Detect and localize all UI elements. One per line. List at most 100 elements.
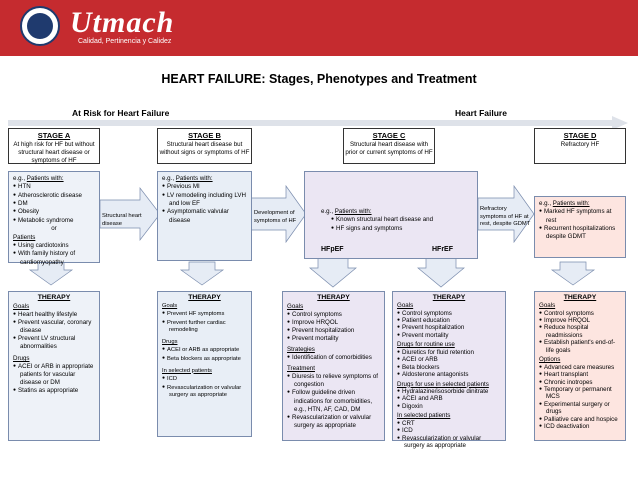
stage-b-text: Structural heart disease but without sig… [159, 140, 250, 156]
transition-ab: Structural heart disease [102, 213, 142, 227]
goal-item: Reduce hospital readmissions [539, 324, 621, 339]
drug-item: Diuretics for fluid retention [397, 349, 501, 356]
finding-item: LV remodeling including LVH and low EF [162, 192, 247, 209]
header-band [0, 0, 638, 56]
finding-item: Asymptomatic valvular disease [162, 208, 247, 225]
patients-label: Patients [13, 233, 36, 241]
goal-item: Prevent further cardiac remodeling [162, 319, 247, 335]
finding-item: Previous MI [162, 183, 247, 191]
option-item: Advanced care measures [539, 364, 621, 371]
treatment-label: Treatment [287, 365, 315, 373]
stage-b-name: STAGE B [188, 131, 221, 140]
finding-item: Recurrent hospitalizations despite GDMT [539, 225, 621, 242]
option-item: ICD deactivation [539, 423, 621, 430]
stage-c-name: STAGE C [372, 131, 406, 140]
stage-b-description: e.g., Patients with: Previous MI LV remo… [157, 171, 252, 261]
selected-item: Revascularization or valvular surgery as… [162, 384, 247, 400]
stage-d-text: Refractory HF [560, 140, 600, 148]
risk-factor-item: Using cardiotoxins [13, 242, 95, 250]
stage-a-box: STAGE A At high risk for HF but without … [8, 128, 100, 164]
strategies-label: Strategies [287, 346, 315, 354]
risk-factor-item: Atherosclerotic disease [13, 192, 95, 200]
eg-label: e.g., [321, 208, 335, 215]
seal-inner [27, 13, 53, 39]
goal-item: Control symptoms [397, 310, 501, 317]
goals-label: Goals [287, 302, 304, 310]
heart-failure-label: Heart Failure [455, 108, 507, 118]
stage-c-text: Structural heart disease with prior or c… [345, 140, 433, 156]
selected-item: CRT [397, 420, 501, 427]
drugs-label: Drugs [13, 355, 30, 363]
hfpef-label: HFpEF [321, 246, 344, 253]
at-risk-label: At Risk for Heart Failure [72, 108, 170, 118]
stage-b-box: STAGE B Structural heart disease but wit… [157, 128, 252, 164]
goal-item: Improve HRQOL [287, 319, 380, 327]
finding-item: HF signs and symptoms [331, 225, 473, 233]
treatment-item: Diuresis to relieve symptoms of congesti… [287, 373, 380, 389]
drug-item: Aldosterone antagonists [397, 371, 501, 378]
selected-item: Revascularization or valvular surgery as… [397, 435, 501, 450]
therapy-header: THERAPY [37, 294, 71, 301]
patients-with-label: Patients with: [26, 175, 64, 182]
risk-factor-item: Metabolic syndrome [13, 217, 95, 225]
goal-item: Prevent vascular, coronary disease [13, 319, 95, 335]
stage-d-description: e.g., Patients with: Marked HF symptoms … [534, 196, 626, 258]
goals-label: Goals [539, 302, 556, 310]
drug-item: Hydralazine/isosorbide dinitrate [397, 388, 501, 395]
arrow-b-c [249, 184, 307, 244]
selected-item: ICD [397, 427, 501, 434]
selected-patients-label: In selected patients [397, 412, 451, 420]
goal-item: Prevent LV structural abnormalities [13, 335, 95, 351]
stage-d-box: STAGE D Refractory HF [534, 128, 626, 164]
goal-item: Prevent HF symptoms [162, 310, 247, 319]
eg-label: e.g., [162, 175, 176, 182]
down-arrow-hfref [417, 257, 465, 288]
logo-tagline: Calidad, Pertinencia y Calidez [78, 38, 172, 45]
stage-d-name: STAGE D [563, 131, 597, 140]
goal-item: Improve HRQOL [539, 317, 621, 324]
goals-label: Goals [162, 302, 178, 309]
option-item: Heart transplant [539, 371, 621, 378]
drugs-label: Drugs [162, 338, 178, 345]
arrow-c-d [477, 184, 535, 244]
goal-item: Prevent mortality [397, 332, 501, 339]
logo-name: Utmach [70, 6, 175, 39]
therapy-header: THERAPY [317, 294, 350, 301]
selected-patients-label: In selected patients [162, 367, 212, 374]
finding-item: Marked HF symptoms at rest [539, 208, 621, 225]
down-arrow-d [550, 261, 596, 286]
drug-item: ACEI or ARB as appropriate [162, 346, 247, 355]
risk-factor-item: Obesity [13, 208, 95, 216]
transition-cd: Refractory symptoms of HF at rest, despi… [480, 206, 531, 228]
drug-item: Beta blockers as appropriate [162, 355, 247, 364]
stage-a-text: At high risk for HF but without structur… [13, 140, 95, 164]
therapy-stage-a: THERAPY Goals Heart healthy lifestyle Pr… [8, 291, 100, 441]
page-title: HEART FAILURE: Stages, Phenotypes and Tr… [161, 72, 477, 86]
therapy-stage-d: THERAPY Goals Control symptoms Improve H… [534, 291, 626, 441]
risk-factor-item: HTN [13, 183, 95, 191]
therapy-hfref: THERAPY Goals Control symptoms Patient e… [392, 291, 506, 449]
therapy-header: THERAPY [563, 294, 597, 301]
option-item: Temporary or permanent MCS [539, 386, 621, 401]
transition-bc: Development of symptoms of HF [254, 210, 297, 224]
goal-item: Establish patient's end-of-life goals [539, 339, 621, 354]
goal-item: Prevent hospitalization [287, 327, 380, 335]
selected-item: ICD [162, 375, 247, 384]
options-label: Options [539, 356, 561, 364]
goal-item: Patient education [397, 317, 501, 324]
option-item: Experimental surgery or drugs [539, 401, 621, 416]
patients-with-label: Patients with: [175, 175, 213, 182]
goal-item: Prevent mortality [287, 335, 380, 343]
goals-label: Goals [397, 302, 414, 310]
therapy-header: THERAPY [432, 294, 466, 301]
arrow-a-b [99, 186, 161, 242]
routine-drugs-label: Drugs for routine use [397, 341, 455, 349]
stage-c-description: e.g., Patients with: Known structural he… [304, 171, 478, 259]
strategy-item: Identification of comorbidities [287, 354, 380, 362]
goal-item: Prevent hospitalization [397, 324, 501, 331]
treatment-item: Revascularization or valvular surgery as… [287, 414, 380, 430]
therapy-hfpef: THERAPY Goals Control symptoms Improve H… [282, 291, 385, 441]
risk-factor-item: DM [13, 200, 95, 208]
goal-item: Control symptoms [539, 310, 621, 317]
